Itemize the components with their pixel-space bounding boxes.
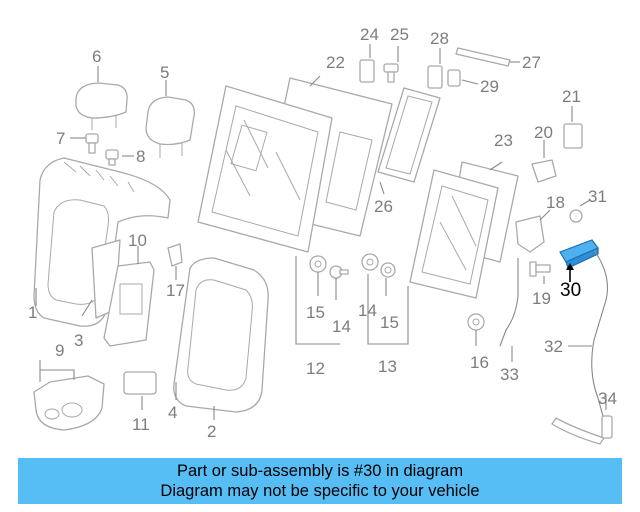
info-banner: Part or sub-assembly is #30 in diagram D…	[18, 458, 622, 504]
bolt-25	[383, 63, 399, 83]
parts-diagram: 1 2 3 4 5 6 7 8 9 10 11 12 13 14 14 15 1…	[28, 25, 617, 445]
callout-15b: 15	[380, 313, 399, 332]
grommet-16	[467, 313, 485, 331]
cable-32	[591, 249, 609, 421]
callout-13: 13	[378, 357, 397, 376]
cover-21	[563, 123, 583, 149]
bracket-11	[123, 371, 157, 395]
clip-28	[427, 65, 443, 89]
callout-5: 5	[160, 63, 169, 82]
callout-34: 34	[598, 389, 617, 408]
callout-20: 20	[534, 123, 553, 142]
banner-line-2: Diagram may not be specific to your vehi…	[160, 482, 480, 500]
pin-8	[105, 149, 119, 166]
washer-31	[569, 209, 583, 223]
knob-15a	[309, 255, 327, 273]
cable-33	[499, 258, 519, 347]
leader-lines	[35, 44, 607, 420]
rod-27	[455, 47, 511, 67]
clip-34b	[601, 415, 613, 439]
callout-21: 21	[562, 87, 581, 106]
armrest-base-9	[33, 375, 105, 431]
callout-19: 19	[532, 289, 551, 308]
callout-3: 3	[74, 331, 83, 350]
callout-31: 31	[588, 187, 607, 206]
callout-7: 7	[56, 129, 65, 148]
pin-7	[85, 133, 99, 154]
callout-8: 8	[136, 147, 145, 166]
callout-14b: 14	[358, 301, 377, 320]
callout-27: 27	[522, 53, 541, 72]
callout-10: 10	[128, 231, 147, 250]
callout-26: 26	[374, 197, 393, 216]
headrest-5	[145, 96, 195, 158]
callout-22: 22	[326, 53, 345, 72]
seat-back-cover-1	[33, 157, 171, 327]
panel-26	[377, 87, 441, 183]
callout-28: 28	[430, 29, 449, 48]
armrest-10	[103, 261, 155, 347]
callout-14a: 14	[332, 317, 351, 336]
callout-11: 11	[132, 415, 150, 434]
callout-24: 24	[360, 25, 379, 44]
callout-15a: 15	[306, 303, 325, 322]
knob-15b	[380, 262, 396, 278]
clip-29	[447, 69, 461, 87]
callout-4: 4	[168, 403, 177, 422]
callout-labels: 1 2 3 4 5 6 7 8 9 10 11 12 13 14 14 15 1…	[28, 25, 617, 441]
callout-12: 12	[306, 359, 325, 378]
callout-23: 23	[494, 131, 513, 150]
knob-14a	[329, 265, 349, 279]
headrest-6	[75, 82, 128, 130]
clip-24	[359, 59, 375, 83]
callout-9: 9	[55, 341, 64, 360]
hook-17	[167, 243, 183, 267]
highlight-arrow	[566, 263, 574, 282]
strap-34	[551, 417, 605, 445]
callout-6: 6	[92, 47, 101, 66]
bolt-19	[529, 261, 551, 277]
callout-1: 1	[28, 303, 37, 322]
callout-30: 30	[560, 280, 581, 301]
seatback-frame-13	[409, 169, 499, 299]
release-handle-30	[559, 239, 599, 269]
seat-cover-2	[173, 257, 269, 413]
knob-14b	[361, 253, 379, 271]
callout-2: 2	[207, 422, 216, 441]
latch-20	[531, 159, 557, 183]
lock-18	[515, 215, 545, 253]
callout-17: 17	[166, 281, 185, 300]
callout-32: 32	[544, 337, 563, 356]
callout-16: 16	[470, 353, 489, 372]
banner-line-1: Part or sub-assembly is #30 in diagram	[176, 462, 464, 480]
callout-33: 33	[500, 365, 519, 384]
callout-29: 29	[480, 77, 499, 96]
callout-25: 25	[390, 25, 409, 44]
callout-18: 18	[546, 193, 565, 212]
seatback-frame-12	[197, 85, 333, 253]
